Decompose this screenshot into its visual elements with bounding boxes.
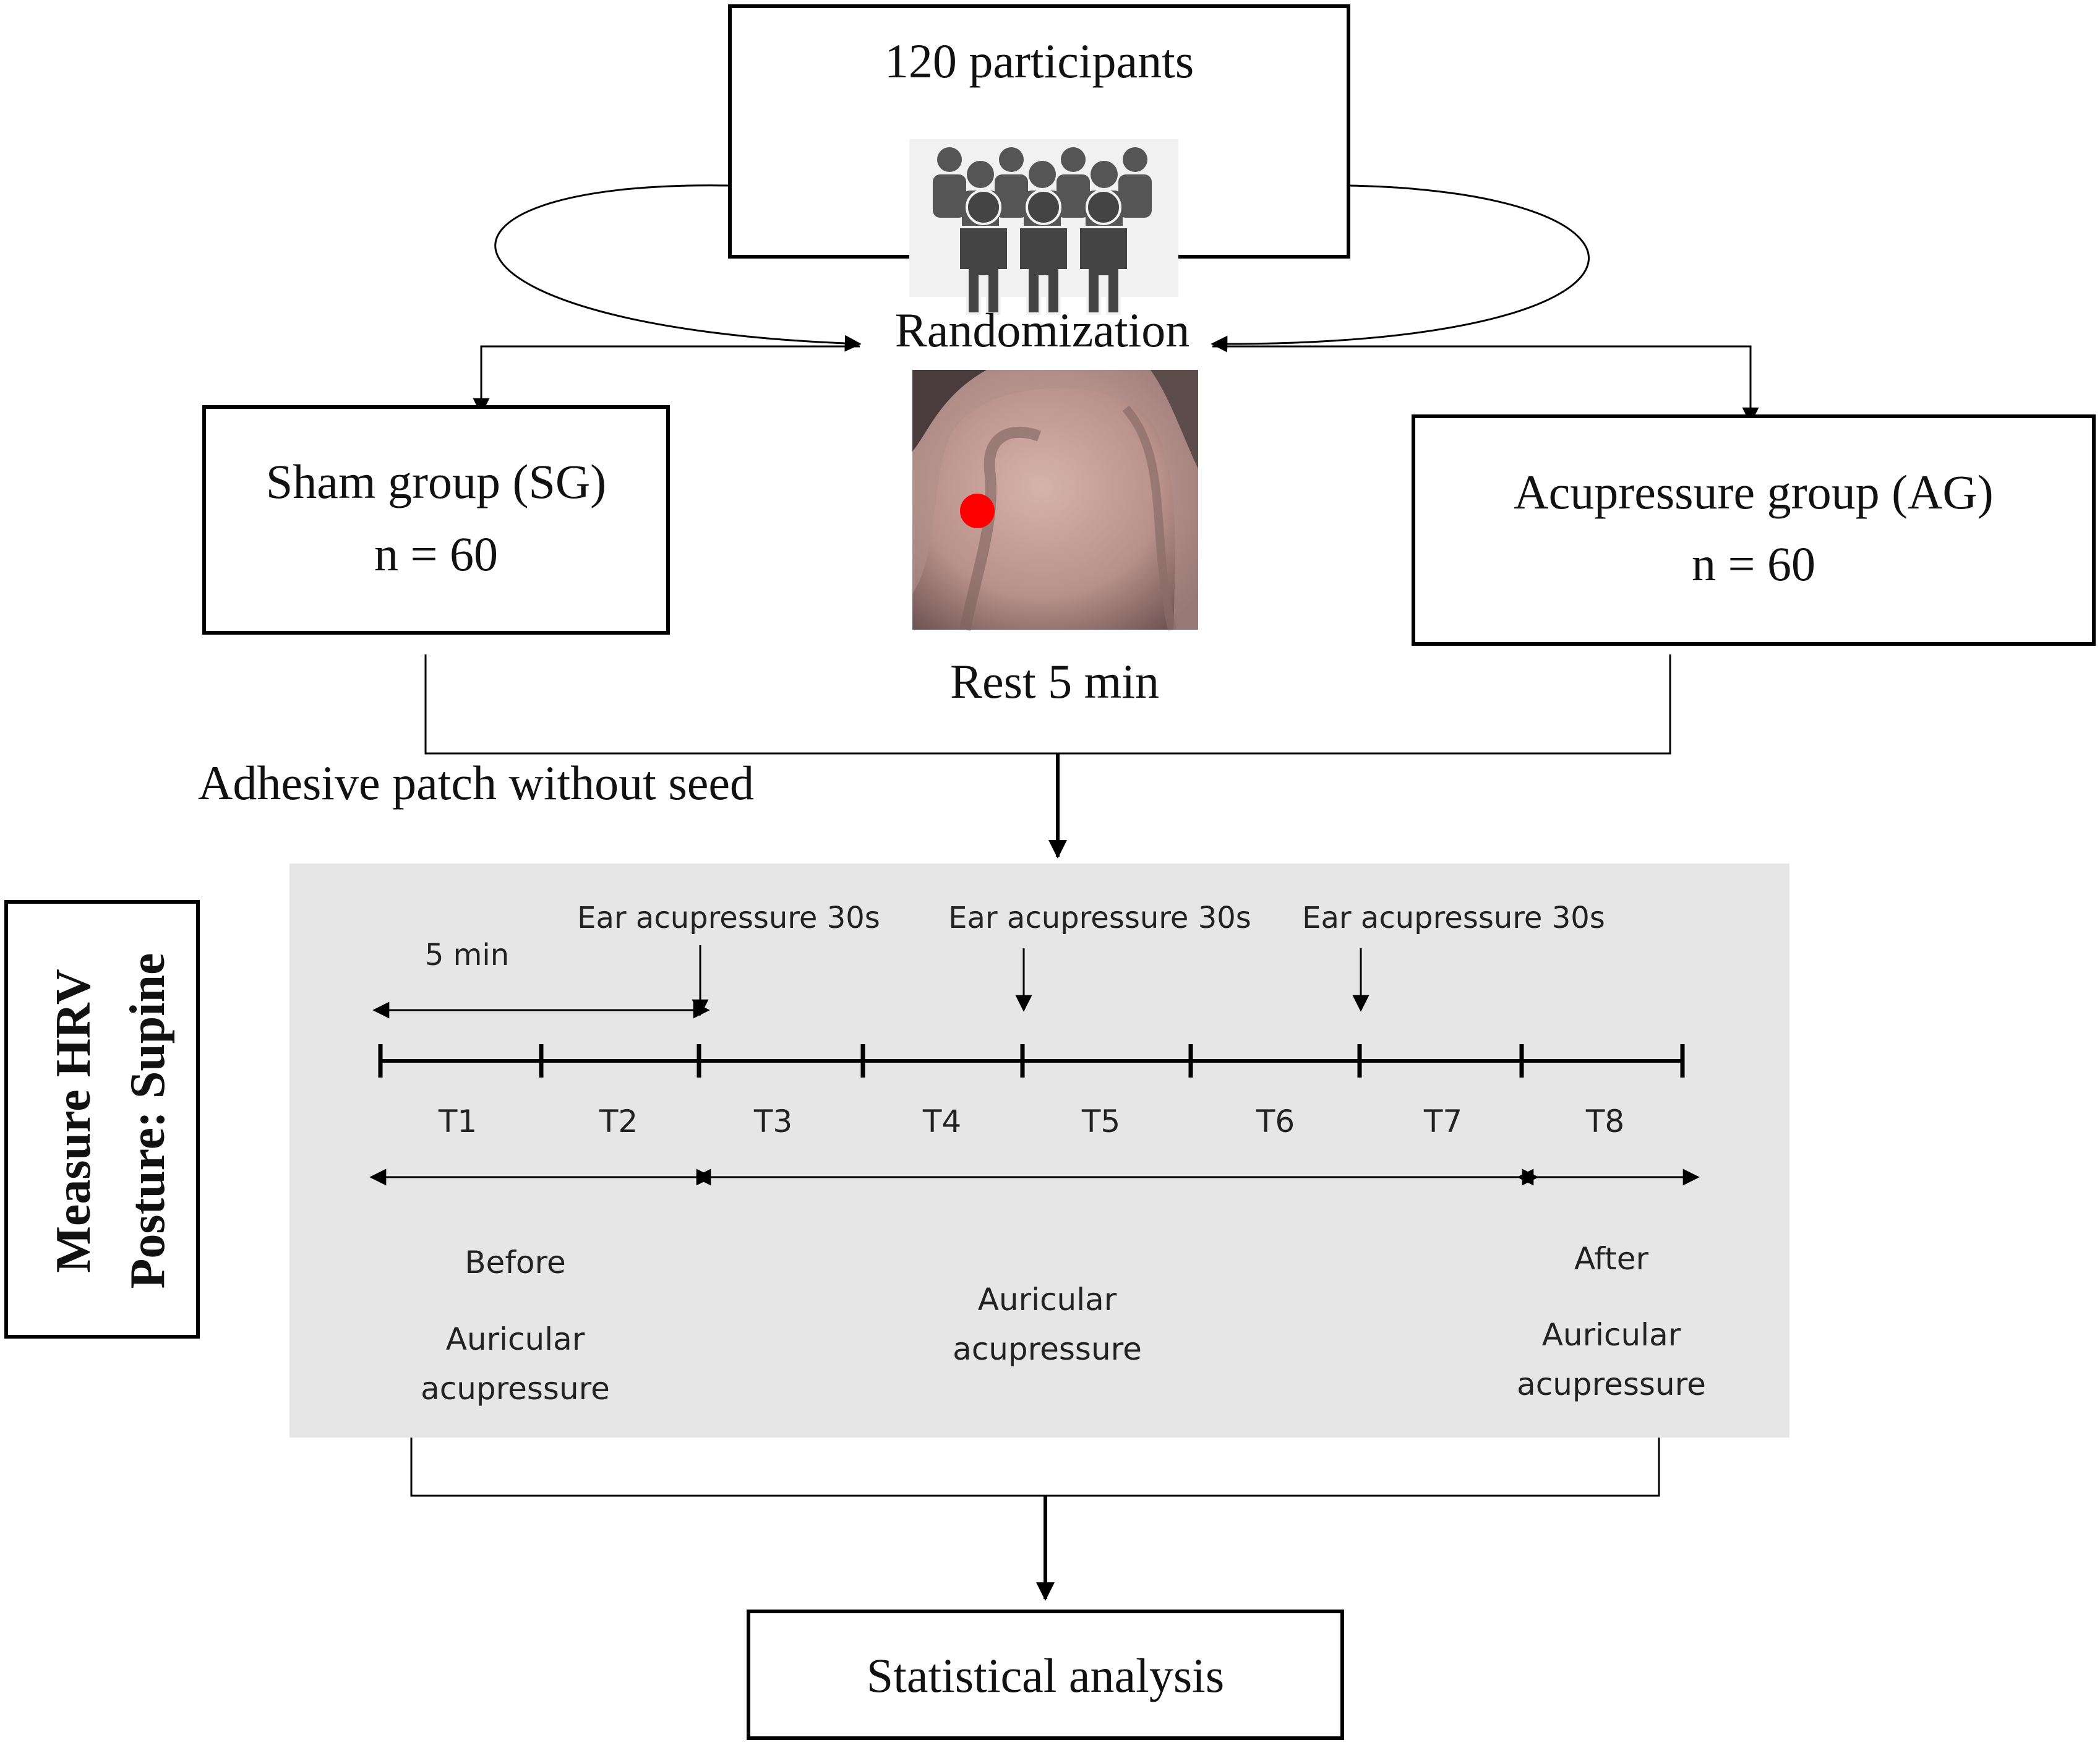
posture-line2: Posture: Supine [121,953,175,1288]
acupressure-group-title: Acupressure group (AG) [1514,465,1993,519]
phase-after: After Auricular acupressure [1517,1241,1706,1402]
ear-acupoint-photo [912,370,1198,631]
analysis-bracket [410,1438,1660,1497]
stimulus-1: Ear acupressure 30s [577,901,880,1016]
acupressure-group-n: n = 60 [1692,537,1815,591]
phase-before-line2: Auricular [446,1321,585,1357]
phase-after-line3: acupressure [1517,1366,1706,1402]
segment-t2: T2 [599,1104,638,1139]
stimulus-label-3: Ear acupressure 30s [1302,901,1605,935]
arrow-to-acupressure-group [1212,345,1759,424]
randomization-loop-left [494,184,862,352]
arrow-to-sham-group [473,345,860,415]
phase-after-line2: Auricular [1542,1317,1681,1353]
sham-group-n: n = 60 [374,527,498,581]
timeline-panel [289,864,1789,1438]
phase-after-line1: After [1574,1241,1649,1277]
people-crowd-icon [909,139,1178,315]
segment-t4: T4 [922,1104,961,1139]
statistical-analysis-label: Statistical analysis [867,1649,1224,1702]
interval-label: 5 min [425,938,509,972]
segment-labels: T1 T2 T3 T4 T5 T6 T7 T8 [438,1104,1624,1139]
statistical-analysis-box: Statistical analysis [747,1610,1344,1740]
sham-group-box: Sham group (SG) n = 60 [202,405,670,635]
randomization-label: Randomization [895,303,1190,357]
segment-t3: T3 [753,1104,792,1139]
rest-label: Rest 5 min [950,654,1159,708]
randomization-loop-right [1211,184,1590,353]
segment-t8: T8 [1585,1104,1624,1139]
sham-group-title: Sham group (SG) [266,455,606,508]
sham-patch-note: Adhesive patch without seed [198,756,754,810]
acupoint-marker [960,494,995,528]
phase-during-line1: Auricular [978,1282,1117,1318]
timeline-ticks [378,1044,1685,1078]
measure-hrv-box: Measure HRV Posture: Supine [4,900,200,1339]
participants-label: 120 participants [885,34,1194,88]
segment-t6: T6 [1256,1104,1295,1139]
merge-bracket [424,654,1671,755]
timeline-interval: 5 min [372,938,710,1019]
measure-hrv-line1: Measure HRV [46,969,101,1272]
stimulus-2: Ear acupressure 30s [948,901,1251,1012]
stimulus-label-2: Ear acupressure 30s [948,901,1251,935]
acupressure-group-box: Acupressure group (AG) n = 60 [1412,414,2096,646]
segment-t7: T7 [1423,1104,1462,1139]
segment-t1: T1 [438,1104,477,1139]
stimulus-label-1: Ear acupressure 30s [577,901,880,935]
stimulus-3: Ear acupressure 30s [1302,901,1605,1012]
phase-during: Auricular acupressure [953,1282,1142,1367]
phase-before-line3: acupressure [421,1371,610,1407]
phase-before: Before Auricular acupressure [421,1245,610,1407]
phase-during-line2: acupressure [953,1331,1142,1367]
phase-before-line1: Before [465,1245,565,1280]
segment-t5: T5 [1081,1104,1120,1139]
